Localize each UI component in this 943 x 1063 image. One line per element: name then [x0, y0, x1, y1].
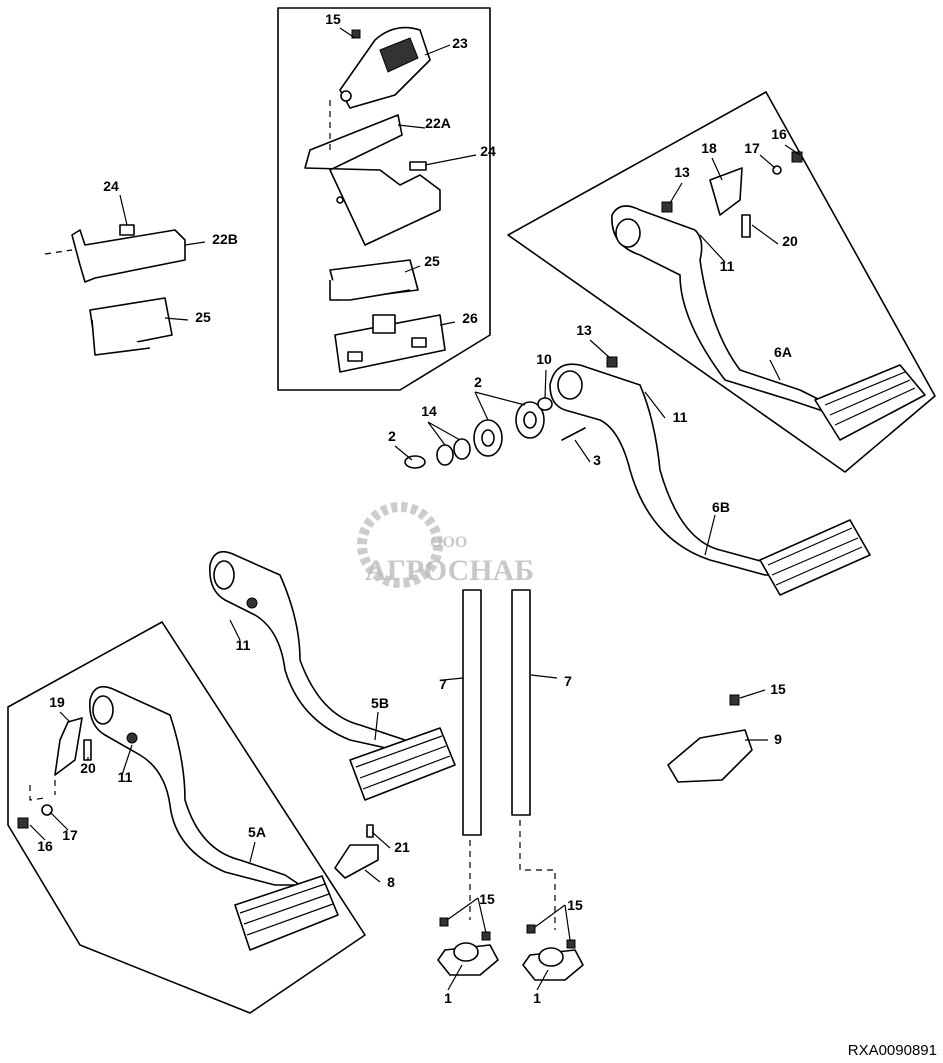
- inset-box-top: [277, 7, 491, 391]
- callout-label: 25: [195, 309, 211, 325]
- part-24-bolt: [409, 161, 427, 171]
- callout-label: 22A: [425, 115, 451, 131]
- callout-label: 9: [774, 731, 782, 747]
- callout-label: 18: [701, 140, 717, 156]
- callout-label: 5A: [248, 824, 266, 840]
- callout-label: 6B: [712, 499, 730, 515]
- part-23-switch-housing: [339, 26, 431, 109]
- callout-label: 16: [37, 838, 53, 854]
- callout-label: 15: [325, 11, 341, 27]
- part-6A-pedal: [611, 205, 926, 441]
- svg-text:АГРОСНАБ: АГРОСНАБ: [365, 554, 534, 587]
- callout-label: 2: [388, 428, 396, 444]
- part-9-cover: [667, 729, 753, 783]
- callout-label: 15: [770, 681, 786, 697]
- callout-label: 8: [387, 874, 395, 890]
- part-16-bolt: [791, 151, 803, 163]
- callout-label: 26: [462, 310, 478, 326]
- part-19-bracket: [54, 717, 83, 776]
- svg-text:ООО: ООО: [430, 534, 467, 551]
- part-25-pad: [329, 259, 419, 301]
- callout-label: 15: [567, 897, 583, 913]
- part-8-plate: [334, 844, 379, 879]
- reference-code: RXA0090891: [847, 1042, 937, 1059]
- callout-label: 6A: [774, 344, 792, 360]
- part-6B-pedal: [549, 363, 871, 596]
- part-26-circuit-board: [334, 314, 446, 373]
- part-15-screw: [351, 29, 361, 39]
- part-15-bolt-cover: [729, 694, 740, 706]
- part-22A-bracket: [304, 114, 441, 246]
- leader-lines: [29, 27, 801, 991]
- callout-label: 3: [593, 452, 601, 468]
- callout-label: 13: [674, 164, 690, 180]
- bushings-2-14-10: [404, 397, 553, 469]
- inset-box-left: [7, 621, 366, 1014]
- part-24-bolt-left: [119, 224, 135, 236]
- part-25-pad-left: [89, 297, 173, 356]
- callout-label: 5B: [371, 695, 389, 711]
- inset-box-right: [507, 91, 936, 473]
- callout-label: 24: [480, 143, 496, 159]
- part-16-bolt-left: [17, 817, 29, 829]
- callout-label: 10: [536, 351, 552, 367]
- part-7-rod-left: [462, 589, 482, 836]
- callout-label: 11: [236, 637, 251, 653]
- part-1-mount-right: [522, 924, 584, 981]
- callout-label: 24: [103, 178, 119, 194]
- callout-label: 1: [444, 990, 452, 1006]
- part-22B-bracket: [71, 229, 186, 283]
- callout-label: 1: [533, 990, 541, 1006]
- part-7-rod-right: [511, 589, 531, 816]
- callout-label: 7: [439, 676, 447, 692]
- callout-label: 20: [80, 760, 96, 776]
- callout-label: 19: [49, 694, 65, 710]
- part-3-pin: [561, 427, 586, 441]
- callout-label: 25: [424, 253, 440, 269]
- callout-label: 11: [720, 258, 735, 274]
- callout-label: 11: [673, 409, 688, 425]
- part-13-bolt-center: [606, 356, 618, 368]
- callout-label: 14: [421, 403, 437, 419]
- part-20-pin: [741, 214, 751, 238]
- callout-label: 20: [782, 233, 798, 249]
- callout-label: 17: [62, 827, 78, 843]
- callout-label: 23: [452, 35, 468, 51]
- callout-label: 11: [118, 769, 133, 785]
- part-13-bolt: [661, 201, 673, 213]
- callout-label: 16: [771, 126, 787, 142]
- part-17-washer-left: [41, 804, 53, 816]
- callout-labels: 15 23 22A 24 24 22B 25 25 26 13 18 17 16…: [37, 11, 798, 1006]
- part-21-pin: [366, 824, 374, 838]
- part-5A-pedal: [88, 685, 339, 951]
- watermark-logo: ООО АГРОСНАБ: [357, 502, 534, 588]
- part-1-mount-left: [437, 917, 499, 976]
- callout-label: 2: [474, 374, 482, 390]
- part-5B-pedal: [208, 550, 456, 801]
- callout-label: 7: [564, 673, 572, 689]
- callout-label: 21: [394, 839, 410, 855]
- callout-label: 17: [744, 140, 760, 156]
- callout-label: 13: [576, 322, 592, 338]
- callout-label: 22B: [212, 231, 238, 247]
- part-18-bracket: [709, 167, 743, 216]
- callout-label: 15: [479, 891, 495, 907]
